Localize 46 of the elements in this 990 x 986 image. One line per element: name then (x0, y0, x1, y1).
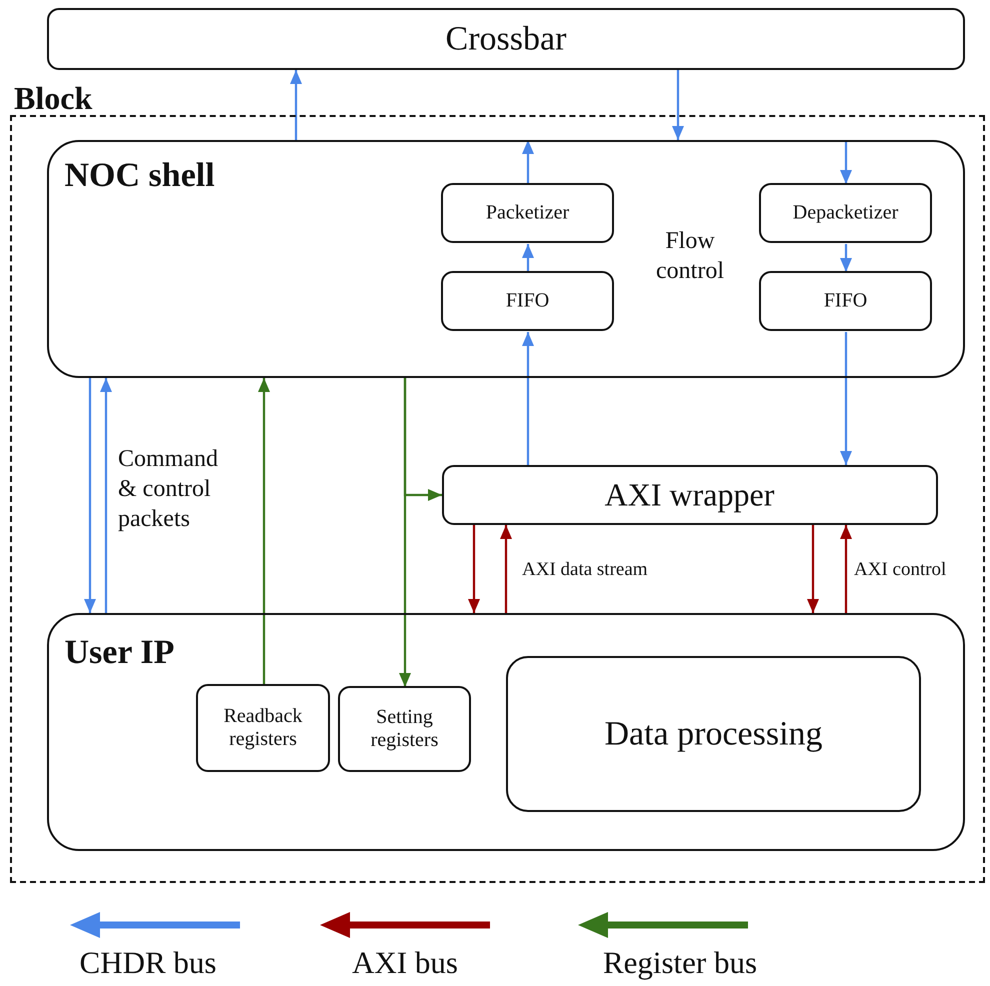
component-label: FIFO (822, 290, 868, 312)
heading: Block (14, 80, 92, 117)
component-box (46, 612, 964, 850)
arrow (404, 378, 442, 501)
legend-label: CHDR bus (78, 944, 218, 982)
arrow (840, 140, 852, 184)
component-label: Packetizer (484, 202, 570, 224)
component-label: Depacketizer (792, 202, 900, 224)
signal-label: AXI data stream (522, 558, 649, 582)
signal-label: AXI control (854, 558, 948, 582)
component-label: Crossbar (444, 19, 568, 59)
heading: NOC shell (64, 156, 215, 195)
heading: User IP (64, 632, 174, 672)
component-box (759, 271, 932, 331)
annotation: Flow control (655, 227, 725, 286)
component-label: AXI wrapper (604, 476, 776, 513)
signal-label: Command & control packets (118, 445, 219, 534)
component-box (46, 140, 964, 378)
arrow (100, 378, 112, 613)
component-box (338, 686, 471, 772)
component-box (441, 271, 614, 331)
component-box (759, 183, 932, 243)
component-box (47, 8, 965, 70)
arrow (672, 70, 684, 140)
arrow (840, 244, 852, 272)
arrow (522, 332, 534, 465)
component-box (506, 656, 921, 812)
arrow (840, 332, 852, 465)
arrow (807, 525, 819, 613)
component-label: FIFO (504, 290, 550, 312)
arrow (522, 140, 534, 184)
arrow (468, 525, 480, 613)
component-label: Readback registers (222, 705, 304, 751)
arrow (522, 244, 534, 272)
arrow (840, 525, 852, 613)
legend-label: AXI bus (351, 944, 459, 982)
component-box (442, 464, 938, 524)
arrow (290, 70, 302, 140)
arrow (258, 378, 270, 685)
component-label: Data processing (603, 714, 824, 754)
arrow (84, 378, 96, 613)
legend-label: Register bus (602, 944, 758, 982)
arrow (500, 525, 512, 613)
component-label: Setting registers (370, 706, 440, 752)
component-box (196, 684, 330, 772)
component-box (441, 183, 614, 243)
